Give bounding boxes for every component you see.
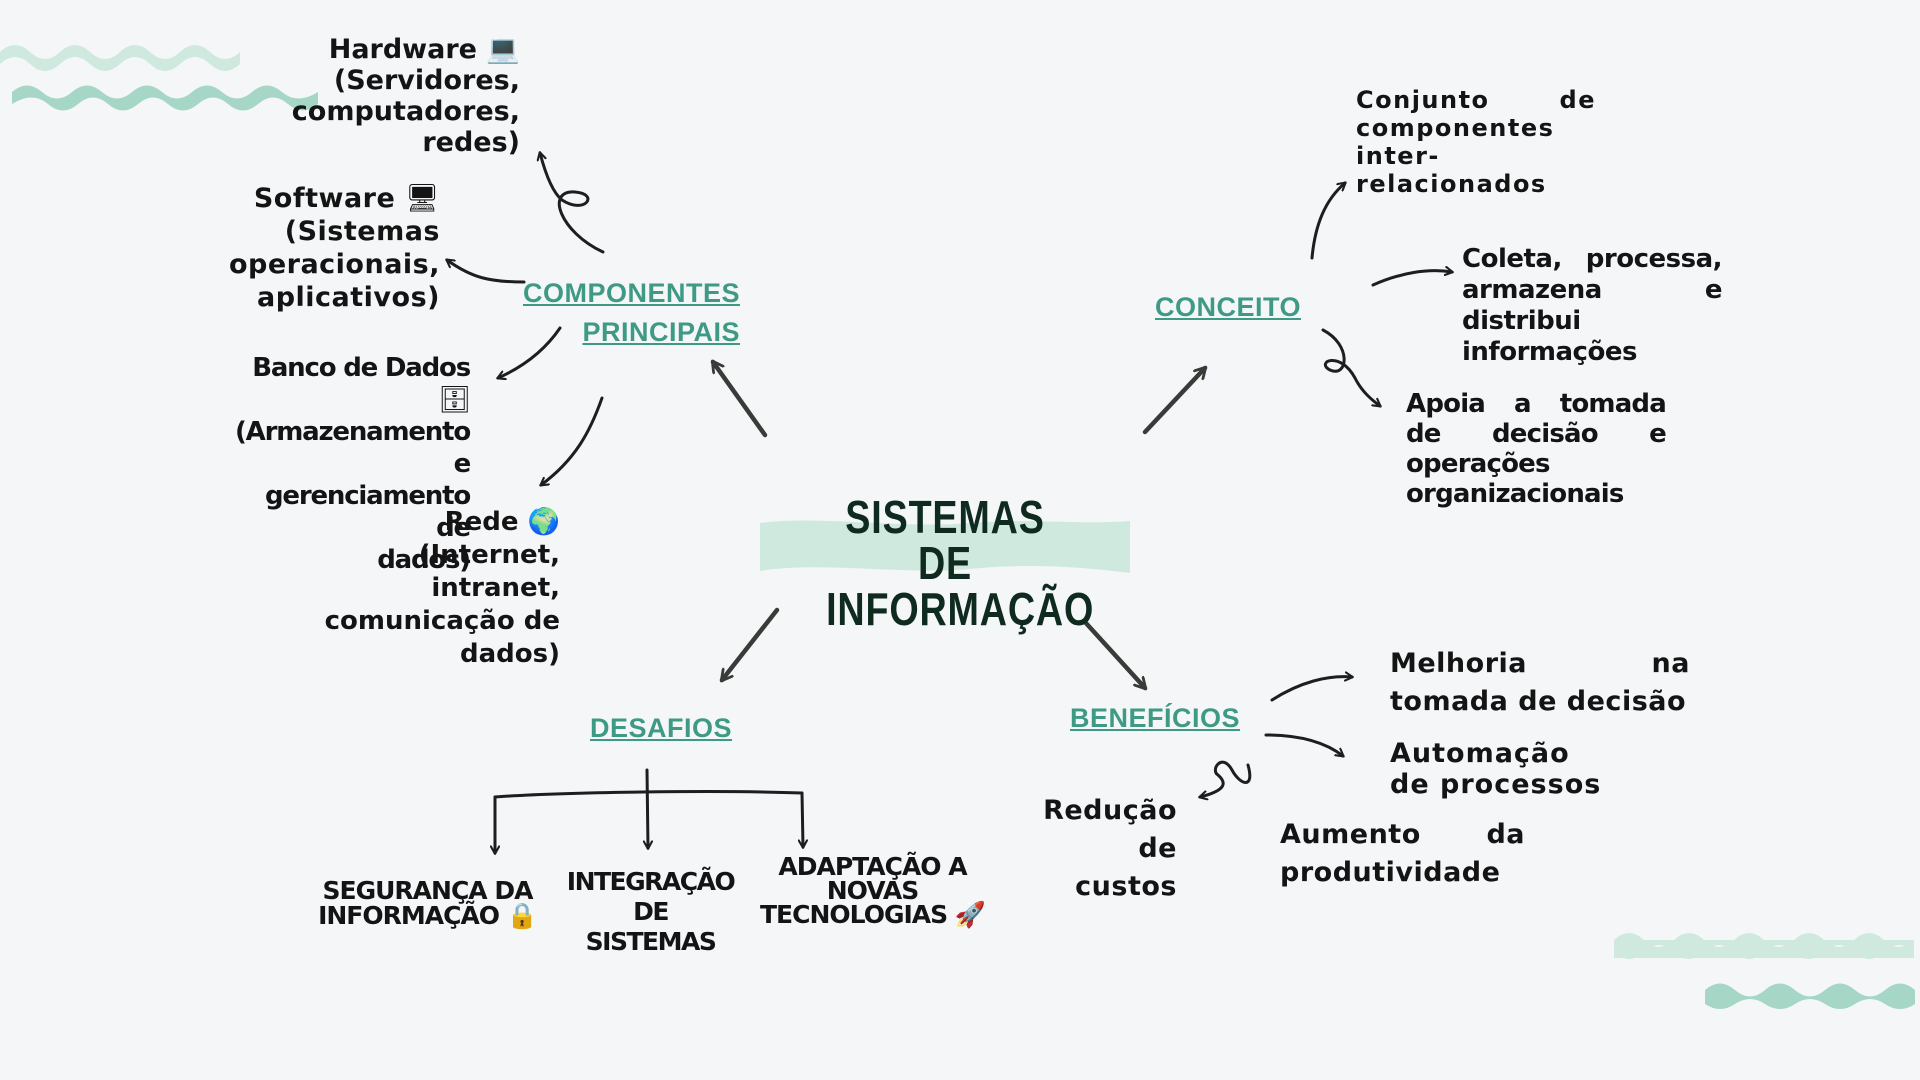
central-title-line1: SISTEMAS DE [845, 491, 1045, 589]
hardware-detail-1: (Servidores, [333, 65, 520, 97]
rede-detail-2: comunicação de [324, 606, 560, 636]
arrow-to-componentes [710, 362, 768, 438]
conceito-arrows [1310, 183, 1452, 406]
rede-label: Rede [444, 507, 519, 537]
desafios-header: DESAFIOS [590, 713, 733, 743]
arrow-to-desafios [719, 607, 780, 680]
central-title-line2: INFORMAÇÃO [826, 583, 1095, 635]
componentes-header-line1: COMPONENTES [522, 278, 740, 308]
desktop-computer-icon: 🖥 [405, 183, 440, 214]
lock-icon: 🔒 [506, 901, 538, 930]
beneficios-item-2: Automação de processos [1390, 738, 1602, 800]
beneficios-item-4: Redução de custos [1000, 792, 1177, 906]
central-arrows [710, 362, 1208, 688]
banco-detail-2: gerenciamento de [264, 481, 471, 543]
rede-detail-3: dados) [460, 639, 560, 669]
componentes-header: COMPONENTES PRINCIPAIS [515, 274, 740, 352]
rocket-icon: 🚀 [954, 900, 986, 929]
adaptacao-line3: TECNOLOGIAS [760, 900, 948, 929]
beneficios-item-3: Aumento da produtividade [1280, 819, 1525, 888]
software-detail-1: (Sistemas [284, 216, 440, 247]
laptop-icon: 💻 [486, 34, 520, 65]
banco-label: Banco de Dados [252, 353, 471, 383]
conceito-item-2: Coleta, processa, armazena e distribui i… [1462, 244, 1723, 367]
software-detail-2: operacionais, [228, 249, 440, 280]
central-title: SISTEMAS DE INFORMAÇÃO [826, 491, 1095, 635]
beneficios-item-4-line2: custos [1075, 871, 1177, 902]
beneficios-header: BENEFÍCIOS [1070, 703, 1241, 733]
rede-detail-0: (Internet, [418, 540, 560, 570]
software-detail-3: aplicativos) [256, 282, 440, 313]
conceito-header: CONCEITO [1155, 292, 1302, 322]
integracao-node: INTEGRAÇÃO DE SISTEMAS [548, 867, 753, 957]
beneficios-arrows [1200, 677, 1352, 797]
hardware-detail-2: computadores, [291, 96, 520, 128]
title-brush-stroke [760, 520, 1130, 573]
seguranca-node: SEGURANÇA DA INFORMAÇÃO 🔒 [315, 878, 540, 928]
desafios-bracket [495, 768, 803, 853]
componentes-arrows [447, 153, 605, 485]
adaptacao-line2: NOVAS [826, 876, 920, 905]
banco-detail-1: (Armazenamento e [234, 417, 471, 479]
software-node: Software 🖥 (Sistemas operacionais, aplic… [205, 182, 440, 314]
arrow-to-beneficios [1082, 619, 1148, 688]
hardware-node: Hardware 💻 (Servidores, computadores, re… [290, 34, 520, 158]
rede-node: Rede 🌍 (Internet, intranet, comunicação … [305, 506, 560, 671]
rede-detail-1: intranet, [431, 573, 560, 603]
globe-icon: 🌍 [527, 507, 560, 537]
beneficios-item-1: Melhoria na tomada de decisão [1390, 648, 1690, 717]
file-cabinet-icon: 🗄 [438, 385, 471, 415]
adaptacao-node: ADAPTAÇÃO A NOVAS TECNOLOGIAS 🚀 [755, 852, 990, 929]
integracao-line2: SISTEMAS [585, 927, 717, 956]
componentes-header-line2: PRINCIPAIS [582, 317, 740, 347]
software-label: Software [253, 183, 396, 214]
seguranca-line2: INFORMAÇÃO [318, 901, 500, 930]
adaptacao-line1: ADAPTAÇÃO A [778, 852, 967, 881]
banco-detail-3: dados) [377, 545, 471, 575]
banco-node: Banco de Dados 🗄 (Armazenamento e gerenc… [225, 352, 471, 576]
integracao-line1: INTEGRAÇÃO DE [566, 867, 736, 926]
arrow-to-conceito [1142, 368, 1208, 435]
beneficios-item-4-line1: Redução de [1043, 795, 1177, 864]
hardware-detail-3: redes) [422, 127, 520, 159]
conceito-item-1: Conjunto de componentes inter-relacionad… [1356, 86, 1596, 198]
seguranca-line1: SEGURANÇA DA [322, 876, 534, 905]
conceito-item-3: Apoia a tomada de decisão e operações or… [1406, 389, 1667, 509]
hardware-label: Hardware [328, 34, 477, 65]
wave-decoration-top-left [0, 45, 318, 111]
wave-decoration-bottom-right [1614, 933, 1915, 1009]
